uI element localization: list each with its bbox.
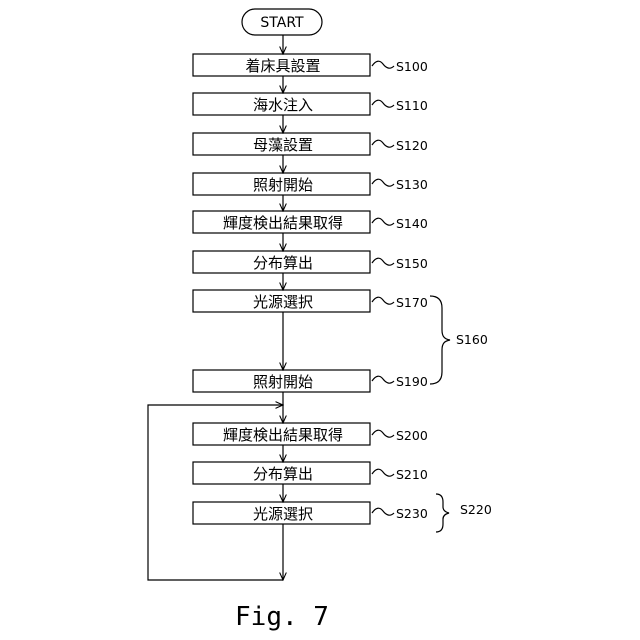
step-id-s170: S170 xyxy=(396,295,428,310)
step-id-s190: S190 xyxy=(396,374,428,389)
leader-squiggle xyxy=(372,179,394,186)
leader-squiggle xyxy=(372,61,394,68)
step-box-label: 輝度検出結果取得 xyxy=(223,426,343,444)
step-box-label: 分布算出 xyxy=(253,254,313,272)
step-id-s120: S120 xyxy=(396,138,428,153)
step-id-s230: S230 xyxy=(396,506,428,521)
step-box-s210: 分布算出 xyxy=(193,462,370,484)
step-box-label: 海水注入 xyxy=(253,96,313,114)
leader-squiggle xyxy=(372,469,394,476)
step-box-label: 光源選択 xyxy=(253,293,313,311)
leader-squiggle xyxy=(372,376,394,383)
group-id-s160: S160 xyxy=(456,332,488,347)
leader-squiggle xyxy=(372,297,394,304)
leader-squiggle xyxy=(372,218,394,225)
leader-squiggle xyxy=(372,100,394,107)
step-box-label: 分布算出 xyxy=(253,465,313,483)
step-box-label: 照射開始 xyxy=(253,373,313,391)
step-box-label: 光源選択 xyxy=(253,505,313,523)
step-box-label: 輝度検出結果取得 xyxy=(223,214,343,232)
figure-caption: Fig. 7 xyxy=(235,602,329,632)
step-box-s230: 光源選択 xyxy=(193,502,370,524)
start-label: START xyxy=(260,15,304,31)
step-box-s110: 海水注入 xyxy=(193,93,370,115)
step-box-s150: 分布算出 xyxy=(193,251,370,273)
step-id-s130: S130 xyxy=(396,177,428,192)
step-box-s140: 輝度検出結果取得 xyxy=(193,211,370,233)
leader-squiggle xyxy=(372,508,394,515)
step-box-s100: 着床具設置 xyxy=(193,54,370,76)
step-box-s190: 照射開始 xyxy=(193,370,370,392)
step-id-s210: S210 xyxy=(396,467,428,482)
step-id-s200: S200 xyxy=(396,428,428,443)
group-id-s220: S220 xyxy=(460,502,492,517)
start-terminal: START xyxy=(242,9,322,35)
group-brace-s160: S160 xyxy=(430,296,488,384)
step-box-label: 照射開始 xyxy=(253,176,313,194)
step-box-label: 母藻設置 xyxy=(253,136,313,154)
step-id-s100: S100 xyxy=(396,59,428,74)
group-brace-s220: S220 xyxy=(436,494,492,532)
step-id-s150: S150 xyxy=(396,256,428,271)
leader-squiggle xyxy=(372,430,394,437)
step-box-s170: 光源選択 xyxy=(193,290,370,312)
step-box-label: 着床具設置 xyxy=(245,57,320,75)
step-id-s140: S140 xyxy=(396,216,428,231)
step-id-s110: S110 xyxy=(396,98,428,113)
leader-squiggle xyxy=(372,140,394,147)
step-id-leaders xyxy=(372,61,394,515)
step-box-s130: 照射開始 xyxy=(193,173,370,195)
step-box-s200: 輝度検出結果取得 xyxy=(193,423,370,445)
step-id-labels: S100 S110 S120 S130 S140 S150 S170 S190 … xyxy=(396,59,428,521)
step-box-s120: 母藻設置 xyxy=(193,133,370,155)
leader-squiggle xyxy=(372,258,394,265)
